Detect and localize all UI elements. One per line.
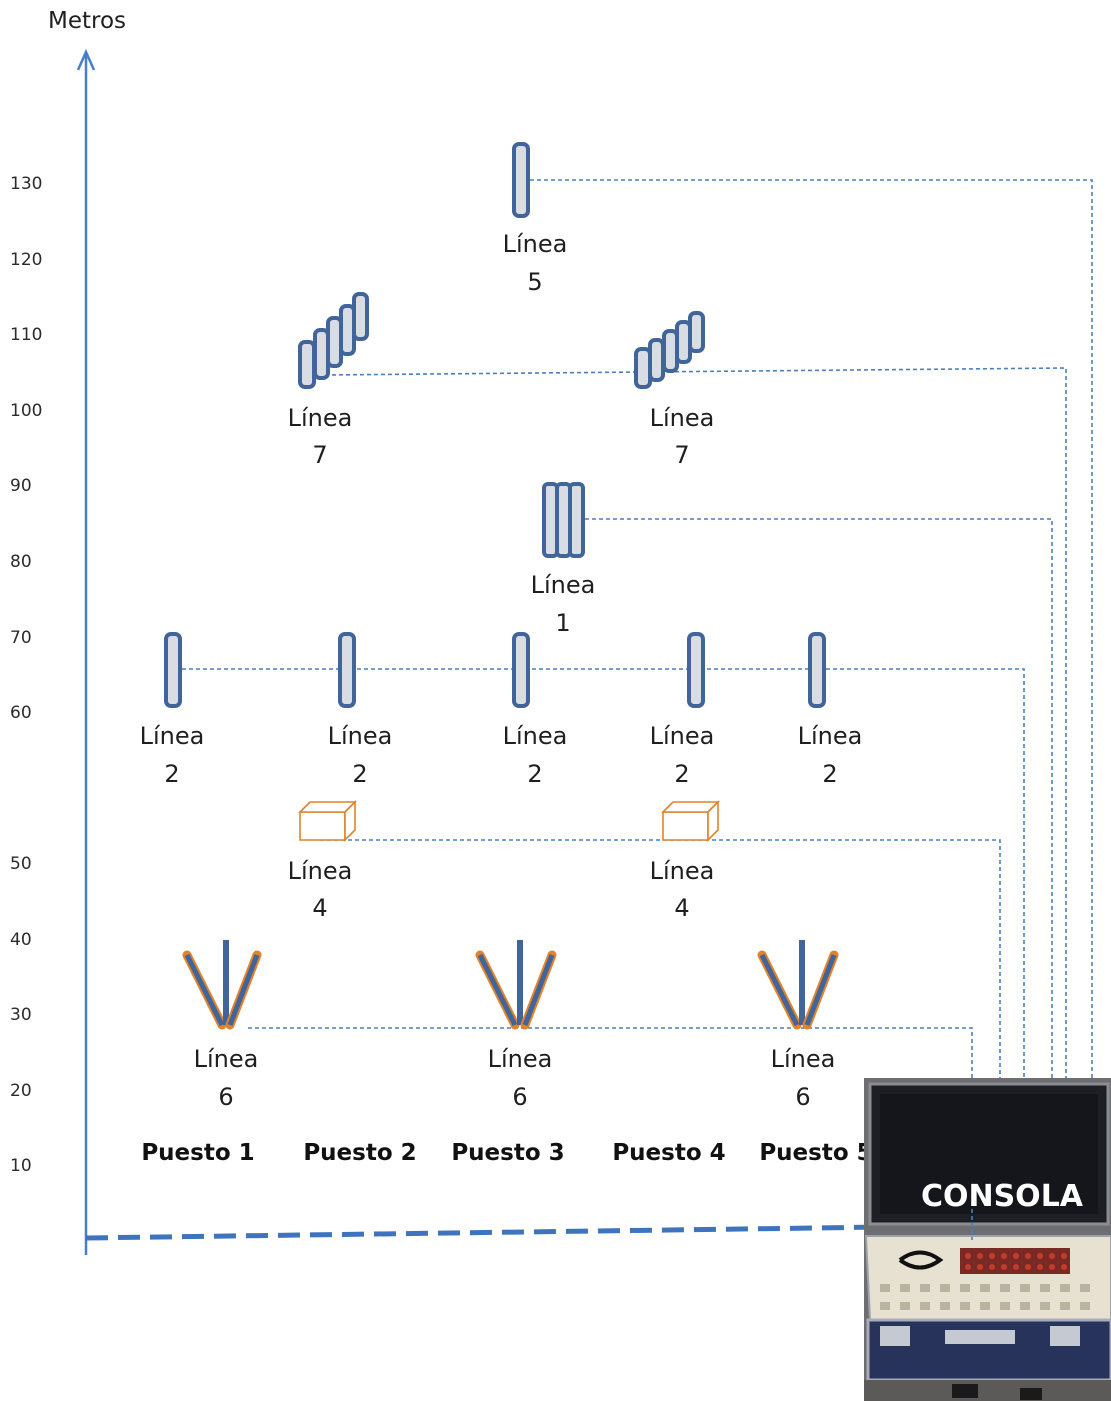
linea-1-target [542, 482, 585, 558]
linea-label: Línea [650, 404, 715, 432]
linea-label: Línea [650, 857, 715, 885]
y-axis: Metros 130 120 110 100 90 80 70 60 50 40… [10, 8, 126, 1255]
tick-label: 80 [10, 552, 32, 572]
linea-5-target [512, 142, 530, 218]
tick-label: 110 [10, 325, 42, 345]
puesto-label: Puesto 2 [303, 1140, 416, 1166]
linea-4-trap-left [298, 800, 357, 842]
linea-number: 7 [312, 441, 327, 469]
linea-2-targets [164, 632, 826, 708]
linea-label: Línea [503, 722, 568, 750]
wire-linea-1 [585, 518, 1053, 1195]
console-label: CONSOLA [921, 1179, 1084, 1214]
puesto-label: Puesto 1 [141, 1140, 254, 1166]
wire-linea-2 [182, 668, 1025, 1195]
console-photo [864, 1078, 1111, 1401]
linea-label: Línea [288, 857, 353, 885]
linea-7-target-left [298, 292, 369, 389]
tick-label: 20 [10, 1081, 32, 1101]
linea-label: Línea [194, 1045, 259, 1073]
puesto-label: Puesto 3 [451, 1140, 564, 1166]
tick-label: 50 [10, 854, 32, 874]
linea-6-fan [182, 940, 839, 1030]
linea-label: Línea [140, 722, 205, 750]
wire-linea-7 [324, 367, 1067, 1195]
tick-label: 60 [10, 703, 32, 723]
axis-arrow-icon [76, 48, 96, 71]
wire-linea-4 [320, 839, 1001, 1195]
tick-label: 90 [10, 476, 32, 496]
tick-label: 10 [10, 1156, 32, 1176]
wire-linea-5 [530, 179, 1093, 1195]
linea-number: 2 [674, 760, 689, 788]
linea-number: 6 [512, 1083, 527, 1111]
axis-title: Metros [48, 8, 126, 34]
tick-label: 70 [10, 628, 32, 648]
linea-number: 4 [674, 894, 689, 922]
tick-label: 130 [10, 174, 42, 194]
baseline-cable [85, 1223, 959, 1241]
linea-number: 5 [527, 268, 542, 296]
linea-number: 4 [312, 894, 327, 922]
linea-number: 2 [822, 760, 837, 788]
tick-label: 120 [10, 250, 42, 270]
linea-number: 1 [555, 609, 570, 637]
linea-number: 2 [164, 760, 179, 788]
linea-number: 2 [527, 760, 542, 788]
linea-label: Línea [488, 1045, 553, 1073]
wire-linea-6 [248, 1027, 973, 1195]
puesto-label: Puesto 4 [612, 1140, 725, 1166]
tick-label: 100 [10, 401, 42, 421]
linea-number: 2 [352, 760, 367, 788]
linea-number: 6 [218, 1083, 233, 1111]
linea-7-target-right [634, 311, 705, 389]
linea-label: Línea [288, 404, 353, 432]
linea-label: Línea [650, 722, 715, 750]
linea-number: 7 [674, 441, 689, 469]
puesto-label: Puesto 5 [759, 1140, 872, 1166]
linea-number: 6 [795, 1083, 810, 1111]
linea-label: Línea [798, 722, 863, 750]
wiring [182, 179, 1093, 1195]
tick-label: 40 [10, 930, 32, 950]
linea-label: Línea [531, 571, 596, 599]
linea-4-trap-right [661, 800, 720, 842]
tick-label: 30 [10, 1005, 32, 1025]
linea-label: Línea [771, 1045, 836, 1073]
linea-label: Línea [503, 230, 568, 258]
linea-label: Línea [328, 722, 393, 750]
